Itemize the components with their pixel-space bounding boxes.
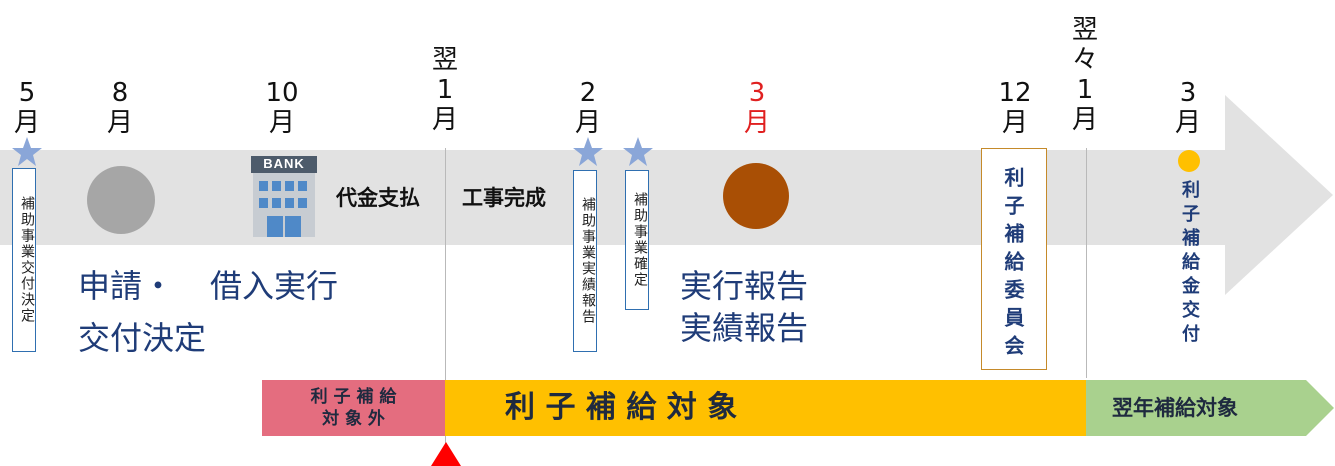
not-covered-band: 利 子 補 給 対 象 外 (262, 380, 445, 436)
divider-next-jan (445, 148, 446, 448)
gray-circle (87, 166, 155, 234)
star-icon (573, 137, 603, 166)
divider-next-next-jan (1086, 148, 1087, 378)
subsidy-decision-label: 補助事業交付決定 (12, 168, 36, 352)
grant-delivery-text: 利子補給金交付 (1179, 180, 1200, 348)
bank-sign: BANK (263, 156, 305, 171)
grant-decision-text: 交付決定 (78, 319, 207, 357)
committee-box: 利子補給委員会 (981, 148, 1047, 370)
performance-report-label: 補助事業実績報告 (573, 170, 597, 352)
next-year-text: 翌年補給対象 (1112, 396, 1238, 420)
not-covered-line-2: 対 象 外 (322, 409, 385, 429)
yellow-dot (1178, 150, 1200, 172)
completion-text: 工事完成 (462, 186, 546, 210)
star-icon (623, 137, 653, 166)
payment-text: 代金支払 (336, 186, 420, 210)
results-report-text: 実績報告 (680, 309, 809, 347)
timeline-arrow-shape (0, 95, 1333, 295)
not-covered-line-1: 利 子 補 給 (310, 387, 397, 407)
business-confirmed-label: 補助事業確定 (625, 170, 649, 310)
bank-icon (251, 156, 317, 237)
next-year-band-shape (1086, 380, 1334, 436)
red-triangle-marker (431, 442, 461, 466)
borrowing-text: 借入実行 (210, 267, 339, 305)
application-text: 申請・ (78, 267, 175, 305)
brown-circle (723, 163, 789, 229)
covered-band: 利 子 補 給 対 象 (445, 380, 1086, 436)
execution-report-text: 実行報告 (680, 267, 809, 305)
star-icon (12, 137, 42, 166)
next-year-band (1086, 380, 1334, 436)
